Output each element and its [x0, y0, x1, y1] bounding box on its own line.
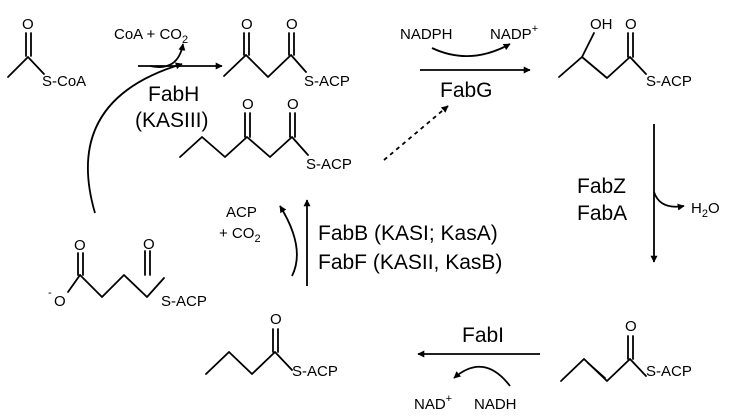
svg-text:O: O — [287, 96, 299, 113]
svg-text:S-ACP: S-ACP — [306, 156, 352, 173]
crotonyl-acp-structure: O S-ACP — [560, 318, 692, 382]
svg-text:S-ACP: S-ACP — [304, 73, 350, 90]
acetyl-coa-structure: O S-CoA — [7, 16, 86, 90]
svg-text:O: O — [143, 236, 155, 253]
svg-text:S-ACP: S-ACP — [292, 363, 338, 380]
nadp-label: NADP+ — [490, 23, 538, 43]
fabg-enzyme-label: FabG — [440, 79, 493, 102]
nad-label: NAD+ — [414, 393, 452, 413]
svg-text:CoA + CO2: CoA + CO2 — [114, 26, 188, 46]
svg-text:O: O — [286, 16, 298, 33]
svg-text:O: O — [241, 16, 253, 33]
svg-text:-: - — [48, 287, 52, 299]
coa-co2-release-arrow — [149, 43, 186, 68]
svg-text:O: O — [625, 318, 637, 335]
svg-text:S-ACP: S-ACP — [161, 293, 207, 310]
acp-co2-release-arrow — [279, 205, 298, 277]
coa-co2-label: CoA + CO2 — [114, 26, 188, 46]
fabf-enzyme-label: FabF (KASII, KasB) — [318, 251, 502, 274]
kasiii-enzyme-label: (KASIII) — [135, 109, 209, 132]
butyryl-acp-structure: O S-ACP — [205, 311, 338, 380]
hexanoyl-reduction-dotted-arrow — [383, 105, 449, 161]
svg-text:O: O — [270, 311, 282, 328]
nadph-consumption-arrow — [431, 43, 511, 57]
water-release-arrow — [653, 191, 685, 211]
fabb-enzyme-label: FabB (KASI; KasA) — [318, 222, 498, 245]
acetyl-coa-group-label: S-CoA — [42, 73, 86, 90]
faba-enzyme-label: FabA — [577, 202, 627, 225]
acetyl-coa-oxygen: O — [22, 16, 34, 33]
nadh-label: NADH — [474, 396, 517, 413]
svg-text:O: O — [74, 237, 86, 254]
malonyl-acp-structure: O O - O S-ACP — [48, 236, 207, 310]
svg-text:OH: OH — [590, 16, 613, 33]
fabi-enzyme-label: FabI — [462, 324, 504, 347]
acetoacetyl-acp-structure: O O S-ACP — [223, 16, 350, 90]
hydroxybutyryl-acp-structure: OH O S-ACP — [558, 16, 692, 90]
malonyl-recycle-arrow — [87, 62, 183, 214]
svg-text:S-ACP: S-ACP — [646, 363, 692, 380]
fabh-enzyme-label: FabH — [148, 83, 199, 106]
svg-text:S-ACP: S-ACP — [646, 73, 692, 90]
svg-text:O: O — [242, 96, 254, 113]
fabz-enzyme-label: FabZ — [577, 175, 626, 198]
svg-text:O: O — [54, 293, 66, 310]
nadph-label: NADPH — [400, 26, 453, 43]
svg-text:O: O — [625, 16, 637, 33]
co2-label: + CO2 — [219, 225, 261, 245]
water-label: H2O — [691, 200, 720, 220]
nadh-oxidation-arrow — [453, 365, 511, 387]
oxohexanoyl-acp-structure: O O S-ACP — [179, 96, 352, 173]
acp-label: ACP — [226, 204, 257, 221]
